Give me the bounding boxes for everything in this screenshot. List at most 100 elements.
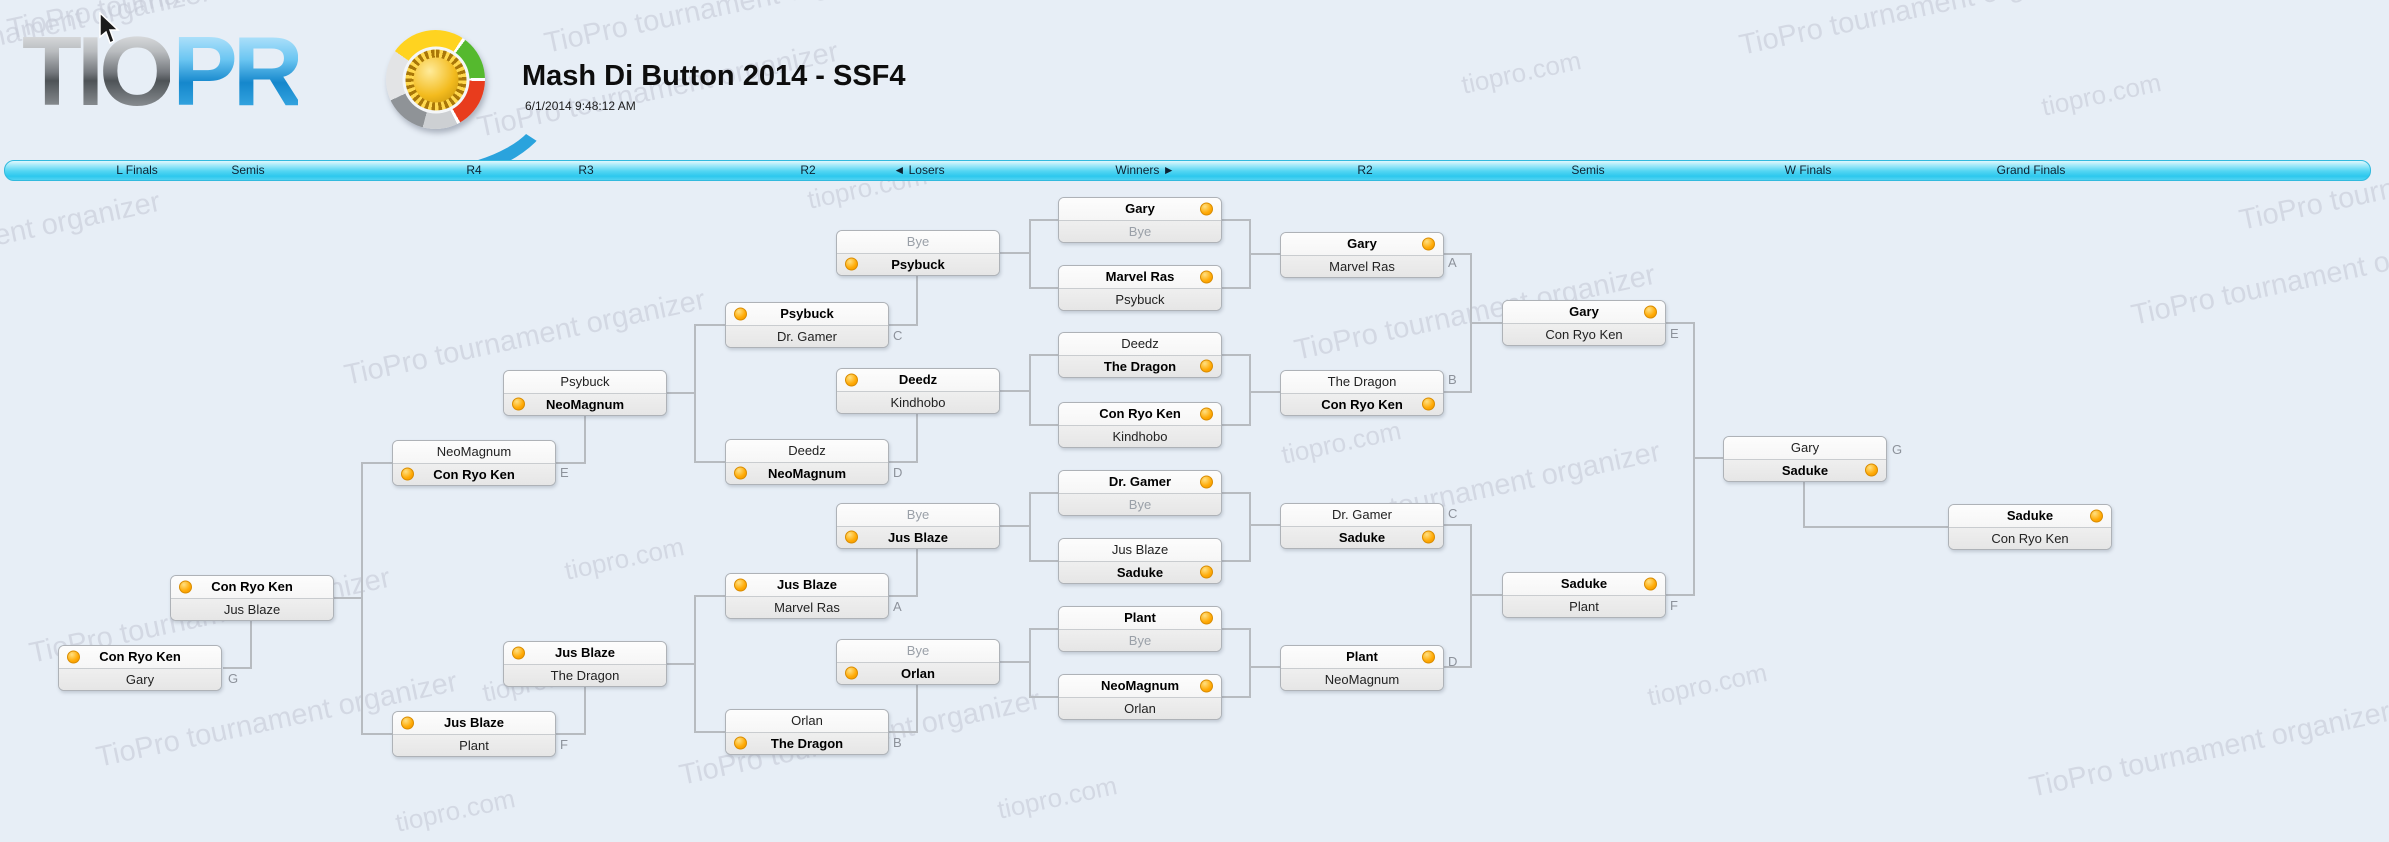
player-row[interactable]: Psybuck (1059, 288, 1221, 310)
player-row[interactable]: Jus Blaze (1059, 539, 1221, 562)
player-row[interactable]: Marvel Ras (1281, 255, 1443, 277)
player-row[interactable]: Saduke (1281, 526, 1443, 548)
player-row[interactable]: Psybuck (726, 303, 888, 326)
player-row[interactable]: Jus Blaze (171, 598, 333, 620)
player-name: The Dragon (550, 667, 620, 683)
player-row[interactable]: Con Ryo Ken (1949, 527, 2111, 549)
player-row[interactable]: Con Ryo Ken (1059, 403, 1221, 426)
player-row[interactable]: The Dragon (726, 732, 888, 754)
player-row[interactable]: Marvel Ras (726, 596, 888, 618)
player-row[interactable]: Saduke (1949, 505, 2111, 528)
player-row[interactable]: Gary (1503, 301, 1665, 324)
player-row[interactable]: Plant (1503, 595, 1665, 617)
player-row[interactable]: Gary (1724, 437, 1886, 460)
player-row[interactable]: NeoMagnum (504, 393, 666, 415)
player-row[interactable]: Kindhobo (837, 391, 999, 413)
player-row[interactable]: Orlan (1059, 697, 1221, 719)
player-row[interactable]: Gary (1281, 233, 1443, 256)
player-row[interactable]: Marvel Ras (1059, 266, 1221, 289)
player-row[interactable]: Con Ryo Ken (1281, 393, 1443, 415)
player-name: Saduke (1338, 529, 1386, 545)
player-row[interactable]: Deedz (837, 369, 999, 392)
player-row[interactable]: The Dragon (1059, 355, 1221, 377)
player-row[interactable]: Deedz (1059, 333, 1221, 356)
player-row[interactable]: Orlan (837, 662, 999, 684)
player-row[interactable]: Jus Blaze (504, 642, 666, 665)
player-row[interactable]: Plant (1281, 646, 1443, 669)
player-row[interactable]: Dr. Gamer (726, 325, 888, 347)
player-row[interactable]: Con Ryo Ken (393, 463, 555, 485)
player-row[interactable]: Con Ryo Ken (59, 646, 221, 669)
logo-text-tio: TIO (22, 16, 175, 126)
player-row[interactable]: The Dragon (1281, 371, 1443, 394)
player-row[interactable]: Bye (1059, 220, 1221, 242)
player-row[interactable]: Orlan (726, 710, 888, 733)
player-row[interactable]: The Dragon (504, 664, 666, 686)
player-name: Marvel Ras (1105, 269, 1175, 285)
player-row[interactable]: NeoMagnum (726, 462, 888, 484)
player-row[interactable]: Deedz (726, 440, 888, 463)
player-row[interactable]: NeoMagnum (1059, 675, 1221, 698)
player-row[interactable]: Jus Blaze (837, 526, 999, 548)
tournament-timestamp: 6/1/2014 9:48:12 AM (525, 99, 636, 113)
player-row[interactable]: Saduke (1724, 459, 1886, 481)
player-row[interactable]: Bye (837, 504, 999, 527)
player-row[interactable]: Jus Blaze (726, 574, 888, 597)
player-row[interactable]: Gary (59, 668, 221, 690)
player-row[interactable]: Dr. Gamer (1059, 471, 1221, 494)
player-row[interactable]: Bye (837, 640, 999, 663)
round-column-label-lsemis: Semis (231, 163, 265, 177)
winner-dot-icon (845, 257, 858, 271)
player-row[interactable]: Bye (1059, 629, 1221, 651)
player-row[interactable]: Kindhobo (1059, 425, 1221, 447)
player-row[interactable]: Dr. Gamer (1281, 504, 1443, 527)
loser-drop-label-A: A (893, 599, 902, 614)
player-row[interactable]: Jus Blaze (393, 712, 555, 735)
player-row[interactable]: Psybuck (504, 371, 666, 394)
player-row[interactable]: Gary (1059, 198, 1221, 221)
player-row[interactable]: Saduke (1503, 573, 1665, 596)
player-row[interactable]: Con Ryo Ken (1503, 323, 1665, 345)
player-row[interactable]: Plant (1059, 607, 1221, 630)
player-row[interactable]: Plant (393, 734, 555, 756)
player-row[interactable]: NeoMagnum (393, 441, 555, 464)
player-name: Saduke (1781, 462, 1829, 478)
player-name: Jus Blaze (223, 601, 281, 617)
player-row[interactable]: Saduke (1059, 561, 1221, 583)
player-row[interactable]: Bye (1059, 493, 1221, 515)
player-row[interactable]: NeoMagnum (1281, 668, 1443, 690)
player-row[interactable]: Bye (837, 231, 999, 254)
player-row[interactable]: Con Ryo Ken (171, 576, 333, 599)
player-row[interactable]: Psybuck (837, 253, 999, 275)
